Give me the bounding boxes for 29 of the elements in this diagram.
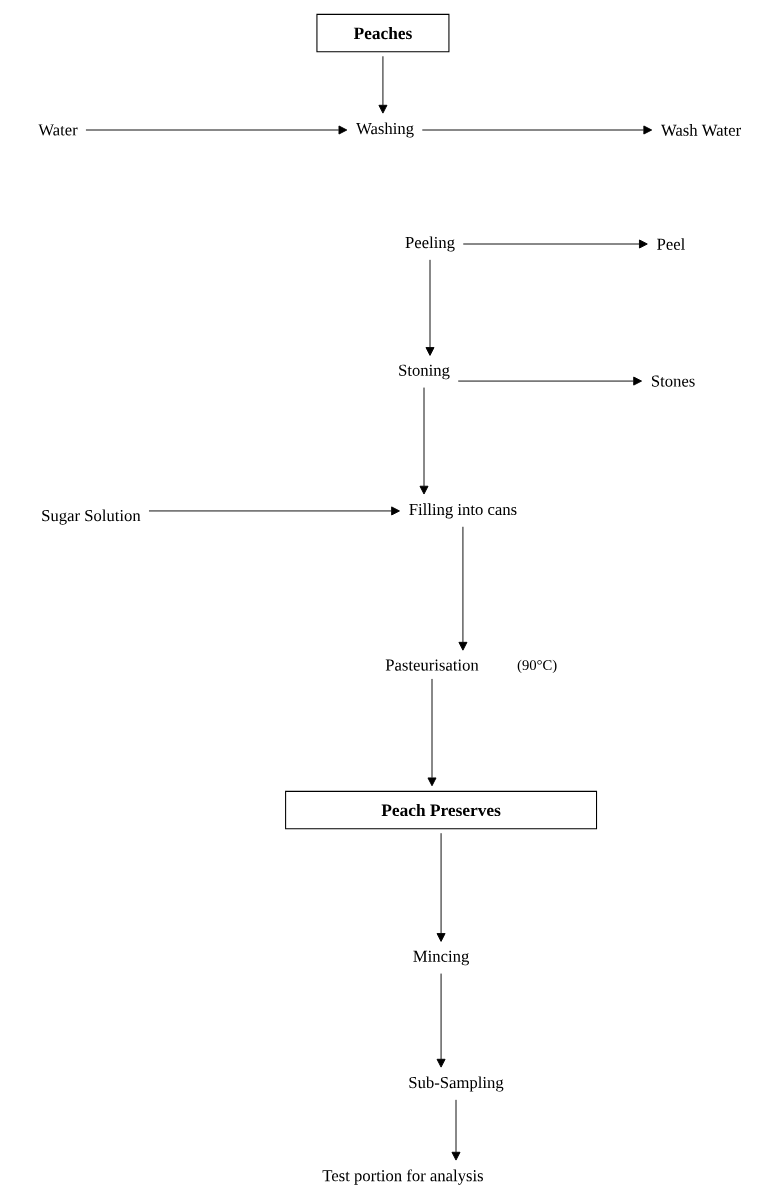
output-label: Peel (657, 238, 685, 250)
input-label: Water (38, 124, 78, 136)
process-step: Sub-Sampling (409, 1076, 504, 1092)
input-label: Sugar Solution (42, 509, 141, 525)
process-step: Filling into cans (409, 503, 517, 519)
arrow (436, 832, 446, 942)
arrow (378, 55, 388, 114)
arrow (148, 506, 400, 516)
arrow (458, 526, 468, 651)
process-step: Peeling (405, 236, 455, 252)
arrow (419, 387, 429, 495)
arrow (462, 239, 648, 249)
process-step: Pasteurisation (385, 659, 479, 671)
arrow (85, 125, 348, 135)
arrow (457, 376, 642, 386)
output-label: Stones (651, 375, 695, 387)
arrow (425, 259, 435, 356)
arrow (427, 678, 437, 787)
temperature-label: (90°C) (517, 659, 557, 674)
output-label: Wash Water (661, 124, 741, 136)
arrow (451, 1099, 461, 1161)
arrow (421, 125, 653, 135)
process-step: Mincing (413, 950, 469, 966)
product-box: Peach Preserves (285, 790, 598, 830)
arrow (436, 973, 446, 1068)
process-step: Stoning (399, 364, 450, 380)
process-step: Washing (356, 122, 414, 138)
start-box: Peaches (316, 13, 450, 53)
process-step: Test portion for analysis (322, 1169, 483, 1185)
